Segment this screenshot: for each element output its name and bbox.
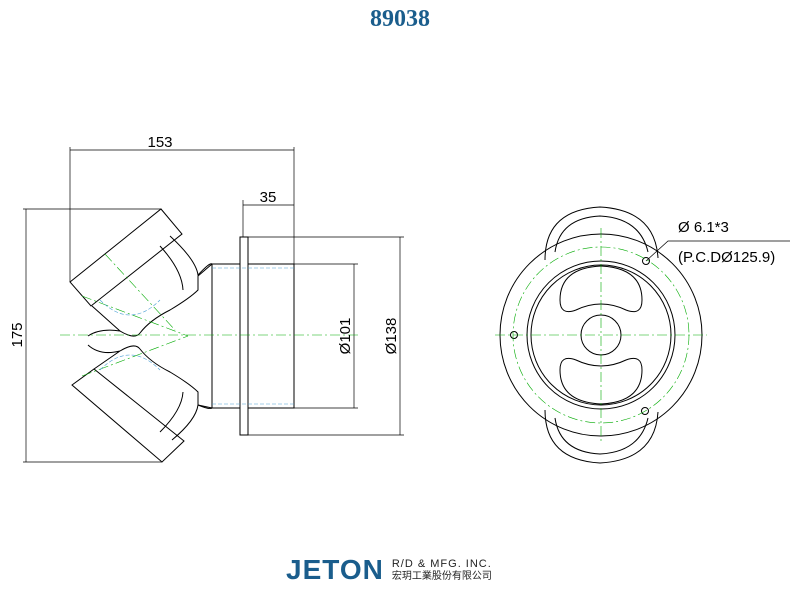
outlet-collar (239, 236, 249, 436)
part-number-title: 89038 (370, 6, 430, 32)
company-name-zh: 宏玥工業股份有限公司 (391, 570, 492, 582)
dim-outer-diameter: Ø138 (383, 318, 400, 355)
front-view (495, 206, 790, 464)
bolt-hole-3 (641, 407, 649, 415)
company-logo: JETON R/D & MFG. INC. 宏玥工業股份有限公司 (286, 556, 492, 584)
dim-sleeve-length: 35 (260, 189, 277, 206)
side-view-centerlines (60, 253, 360, 377)
outlet-pipe (247, 263, 295, 409)
dimension-lines (23, 147, 404, 463)
side-view-inner-contours (99, 267, 294, 405)
hole-note-leader (645, 240, 790, 262)
dim-overall-length: 153 (147, 134, 172, 151)
lower-flange (71, 368, 185, 463)
y-body-neck (197, 263, 240, 409)
y-body-outline (119, 276, 199, 405)
lower-port (559, 357, 643, 405)
hole-spec-note: Ø 6.1*3 (678, 219, 729, 236)
upper-lobe (544, 206, 659, 261)
company-name-block: R/D & MFG. INC. 宏玥工業股份有限公司 (392, 558, 492, 583)
brand-logo-text: JETON (286, 554, 384, 585)
company-name-en: R/D & MFG. INC. (391, 557, 492, 570)
upper-elbow (87, 235, 213, 337)
pcd-note: (P.C.DØ125.9) (678, 249, 775, 266)
bolt-hole-1 (642, 257, 650, 265)
dim-inner-diameter: Ø101 (337, 318, 354, 355)
lower-lobe (544, 409, 659, 464)
side-view (23, 147, 404, 463)
upper-port (559, 265, 643, 313)
dim-overall-height: 175 (9, 322, 26, 347)
upper-flange (69, 208, 183, 307)
